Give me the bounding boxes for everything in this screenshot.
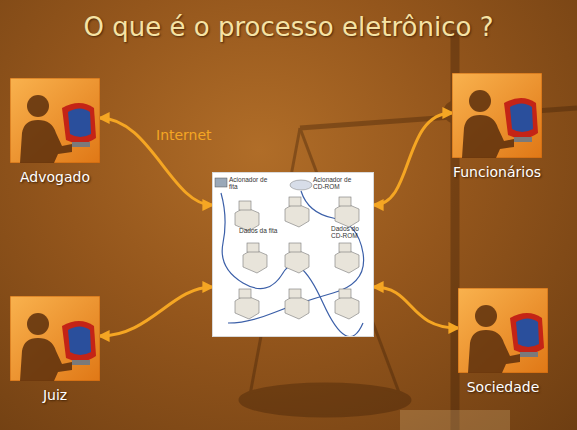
person-computer-icon <box>10 296 100 381</box>
person-computer-icon <box>452 73 542 158</box>
person-node: Juiz <box>10 296 100 403</box>
network-box: Acionador de fita Acionador de CD-ROM Dado… <box>212 172 374 337</box>
person-computer-icon <box>458 288 548 373</box>
device-label: Dados da fita <box>239 227 279 234</box>
double-arrow <box>374 113 452 205</box>
network-illustration <box>213 173 373 336</box>
double-arrow <box>374 287 458 328</box>
device-label: Dados do CD-ROM <box>331 225 371 240</box>
person-node: Funcionários <box>452 73 542 180</box>
device-label: Acionador de CD-ROM <box>313 176 353 191</box>
person-computer-icon <box>10 78 100 163</box>
edge-label: Internet <box>156 127 212 143</box>
role-label: Juiz <box>43 387 67 403</box>
device-label: Acionador de fita <box>229 176 269 191</box>
double-arrow <box>100 118 212 205</box>
person-node: Sociedade <box>458 288 548 395</box>
role-label: Advogado <box>20 169 90 185</box>
double-arrow <box>100 287 212 336</box>
slide-title: O que é o processo eletrônico ? <box>0 12 577 42</box>
role-label: Sociedade <box>467 379 540 395</box>
role-label: Funcionários <box>453 164 541 180</box>
person-node: Advogado <box>10 78 100 185</box>
